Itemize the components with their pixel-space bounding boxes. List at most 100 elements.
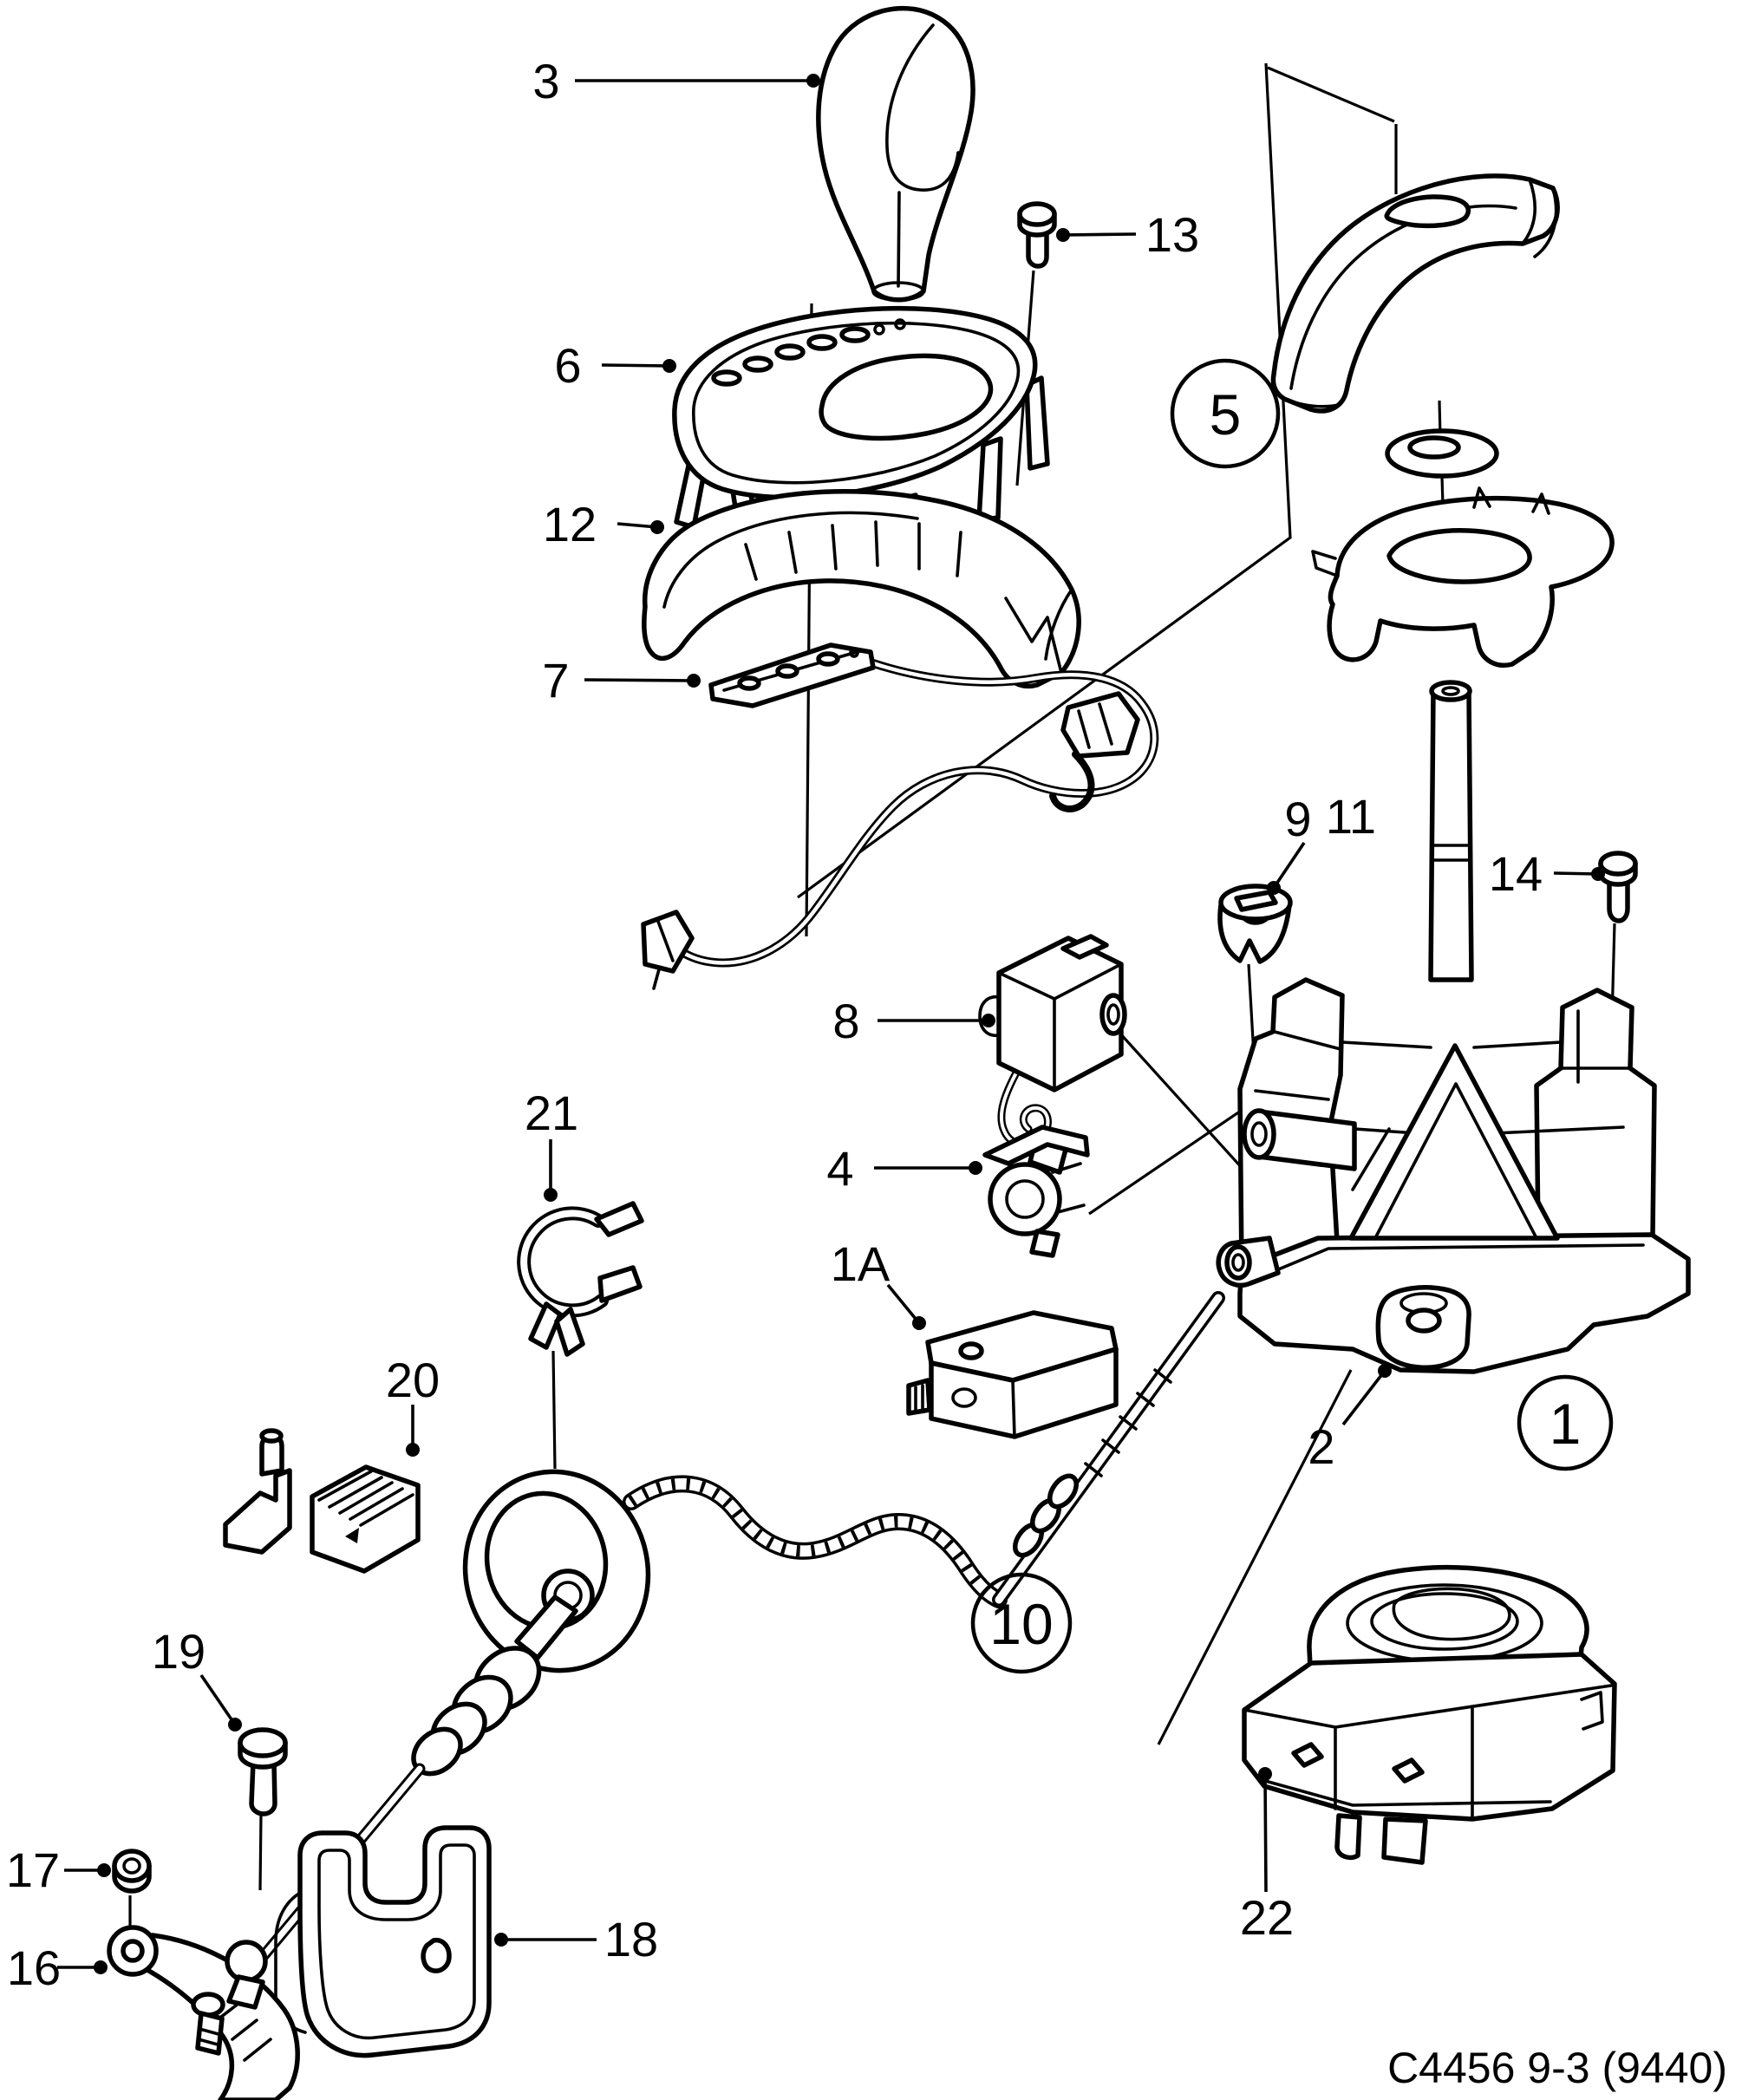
- harness-end-connector-line: [652, 917, 675, 990]
- module-connector-lines: [914, 1384, 924, 1413]
- screw14-shank: [1607, 877, 1630, 923]
- screw19-head: [238, 1727, 288, 1758]
- leader-6: [601, 359, 676, 373]
- cable-lower-stud: [514, 1595, 578, 1660]
- screw-13: [1017, 201, 1057, 269]
- solenoid-bracket-curl: [978, 995, 1001, 1038]
- harness-connector-lines: [1077, 702, 1113, 749]
- solenoid-body: [996, 936, 1124, 1092]
- trim-inner-line: [662, 511, 919, 609]
- trim-right-edge: [1044, 588, 1073, 661]
- circled-callout-5-label: 5: [1210, 382, 1242, 447]
- callout-1a: 1A: [831, 1236, 891, 1291]
- plate-gate-hole: [774, 343, 806, 361]
- harness-wire-core: [660, 660, 1157, 965]
- leader-4: [874, 1161, 982, 1175]
- nut-17: [112, 1849, 152, 1894]
- hose-clamp: [517, 1201, 644, 1357]
- pcb-strip-hole: [775, 663, 799, 679]
- callout-17: 17: [6, 1842, 60, 1897]
- plate-pin-hole: [873, 323, 885, 336]
- drawing-number-caption: C4456 9-3 (9440): [1387, 2044, 1727, 2092]
- clip4-ring-inner: [1005, 1179, 1045, 1219]
- plate-leg: [976, 436, 1003, 523]
- callout-20: 20: [386, 1353, 440, 1407]
- plate-gate-hole: [711, 369, 742, 387]
- bracket20-block: [310, 1464, 421, 1574]
- cable-thread-ticks: [1084, 1368, 1172, 1477]
- circled-callout-10: 10: [970, 1572, 1073, 1674]
- assembly-barrel-bore: [1250, 1121, 1268, 1147]
- screw14-head: [1598, 851, 1638, 877]
- pcb-strip-hole: [737, 675, 761, 691]
- plate-inner-edge: [692, 321, 1021, 485]
- clamp21-axis-line: [551, 1350, 557, 1470]
- callout-14: 14: [1489, 846, 1543, 901]
- clamp-leg: [554, 1307, 585, 1357]
- cable-ball-end: [225, 1940, 268, 1983]
- callout-13: 13: [1145, 207, 1199, 262]
- callout-2: 2: [1308, 1419, 1334, 1474]
- callout-8: 8: [832, 994, 859, 1048]
- leader-9: [1267, 841, 1306, 895]
- solenoid-plunger: [1099, 993, 1127, 1036]
- console-cover-assembly: [1270, 173, 1615, 982]
- switch-side-clip: [1580, 1691, 1604, 1731]
- bracket18-inner: [317, 1843, 476, 2040]
- housing-frame-tabs: [1311, 486, 1550, 577]
- shift-cable: [256, 1291, 1225, 1964]
- indicator-strip-harness: [641, 642, 1159, 990]
- screw-19: [238, 1727, 288, 1816]
- cable-corrugation-ribs: [628, 1477, 1001, 1605]
- knob-grip-line: [885, 23, 960, 192]
- switch-turret-ring-inner: [1370, 1592, 1519, 1651]
- lever-bolt-head: [191, 1992, 225, 2018]
- gasket-ring-hole: [1407, 435, 1461, 460]
- leader-17: [64, 1863, 111, 1877]
- trim-rib: [874, 520, 879, 567]
- gear-position-switch: [1242, 1564, 1617, 1865]
- screw-14: [1598, 851, 1638, 923]
- detail5-axis-diagonal: [1267, 66, 1395, 123]
- switch-base: [1242, 1652, 1617, 1822]
- leader-8: [878, 1014, 995, 1027]
- pcb-strip-hole: [816, 651, 840, 667]
- trim-right-ribs: [1004, 597, 1063, 675]
- nut-top: [112, 1849, 152, 1883]
- cable-bracket: [223, 1428, 421, 1574]
- bracket18-teardrop-hole: [421, 1937, 452, 1973]
- plate-gate-hole: [839, 326, 871, 343]
- leader-18: [494, 1933, 597, 1947]
- plate-gate-hole: [742, 355, 773, 373]
- knob-base-ellipse: [871, 281, 925, 302]
- callout-6: 6: [554, 338, 581, 393]
- clip9-slot: [1234, 890, 1278, 912]
- plate-pin-hole: [894, 318, 906, 330]
- leader-lines: [57, 74, 1605, 1974]
- leader-2: [1341, 1364, 1392, 1426]
- parts: [107, 5, 1691, 2100]
- switch-face-hole: [1291, 1742, 1324, 1768]
- solenoid-body-edges: [997, 962, 1123, 1092]
- screw19-shank: [249, 1759, 277, 1816]
- bracket20-arrow: [345, 1528, 359, 1543]
- shift-lever-rod: [1428, 688, 1474, 982]
- rod-collar-lines: [1430, 844, 1472, 862]
- plate-gate-hole: [806, 334, 838, 351]
- cover-right-flange: [1521, 178, 1558, 258]
- lever-washer-hole: [121, 1939, 145, 1963]
- trim-rib: [956, 531, 962, 577]
- nut-bore: [122, 1857, 141, 1875]
- shifter-assembly: [1216, 977, 1691, 1374]
- bracket20-ribs: [317, 1470, 414, 1527]
- leader-7: [584, 674, 701, 688]
- trim-band: [642, 489, 1081, 688]
- lever-link: [107, 1925, 300, 2100]
- assembly-foot-hole: [1406, 1308, 1442, 1334]
- cable-clip: [982, 1125, 1090, 1258]
- leader-13: [1056, 228, 1137, 242]
- clamp-ring-core: [520, 1210, 605, 1314]
- callout-9: 9: [1284, 792, 1311, 846]
- rod-top-cap: [1429, 680, 1472, 702]
